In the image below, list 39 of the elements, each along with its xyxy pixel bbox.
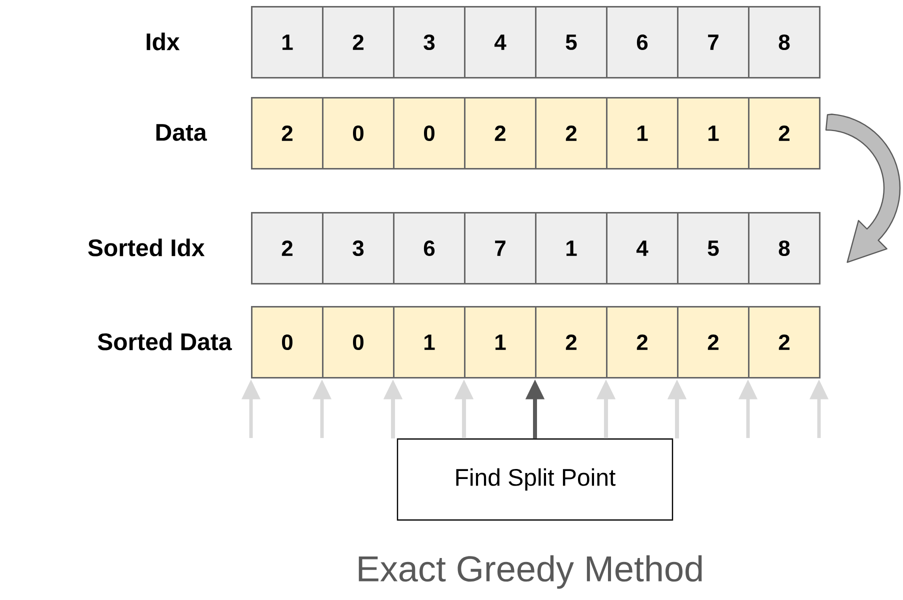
- array-cell: 2: [748, 97, 820, 170]
- array-cell: 8: [748, 6, 820, 78]
- array-cell: 2: [535, 97, 608, 170]
- array-cell: 3: [322, 212, 394, 284]
- array-cell: 0: [251, 306, 324, 378]
- array-cell: 7: [677, 6, 750, 78]
- row-label: Sorted Data: [98, 332, 232, 350]
- array-cell: 1: [606, 97, 678, 170]
- array-cell: 2: [251, 97, 324, 170]
- array-cell: 0: [322, 306, 394, 378]
- array-cell: 1: [393, 306, 466, 378]
- row-label: Sorted Idx: [88, 238, 205, 256]
- arrow: [825, 114, 901, 263]
- array-cell: 1: [464, 306, 536, 378]
- array-cell: 4: [606, 212, 678, 284]
- array-cell: 0: [322, 97, 394, 170]
- array-cell: 6: [393, 212, 466, 284]
- array-cell: 5: [535, 6, 608, 78]
- array-cell: 4: [464, 6, 536, 78]
- array-cell: 2: [322, 6, 394, 78]
- row-label: Data: [156, 124, 207, 141]
- array-cell: 7: [464, 212, 536, 284]
- array-cell: 8: [748, 212, 820, 284]
- array-cell: 1: [251, 6, 324, 78]
- array-cell: 1: [535, 212, 608, 284]
- array-cell: 2: [251, 212, 324, 284]
- array-cell: 2: [535, 306, 608, 378]
- array-cell: 2: [606, 306, 678, 378]
- caption: Exact Greedy Method: [358, 555, 702, 589]
- array-cell: 6: [606, 6, 678, 78]
- array-cell: 2: [677, 306, 750, 378]
- array-cell: 5: [677, 212, 750, 284]
- text-box: Find Split Point: [396, 438, 674, 521]
- array-cell: 3: [393, 6, 466, 78]
- row-label: Idx: [146, 32, 180, 50]
- array-cell: 0: [393, 97, 466, 170]
- array-cell: 2: [748, 306, 820, 378]
- array-cell: 2: [464, 97, 536, 170]
- array-cell: 1: [677, 97, 750, 170]
